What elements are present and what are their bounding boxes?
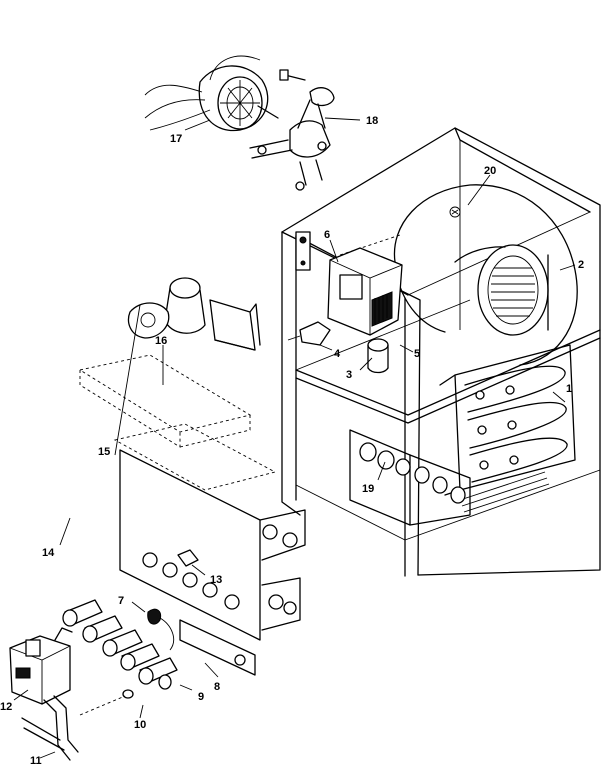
label-4: 4	[334, 348, 341, 360]
label-7: 7	[118, 595, 124, 607]
label-11: 11	[30, 755, 42, 767]
label-8: 8	[214, 681, 220, 693]
label-20: 20	[484, 165, 496, 177]
heat-exchanger	[439, 344, 576, 513]
label-17: 17	[170, 133, 182, 145]
label-10: 10	[134, 719, 146, 731]
callout-leaders	[13, 117, 576, 759]
label-6: 6	[324, 229, 330, 241]
control-components	[287, 231, 403, 374]
blower-motor	[144, 55, 279, 132]
motor-mount	[249, 69, 335, 191]
label-14: 14	[42, 547, 55, 559]
label-3: 3	[346, 369, 352, 381]
label-18: 18	[366, 115, 378, 127]
label-15: 15	[98, 446, 110, 458]
burner-assembly	[78, 277, 306, 651]
label-19: 19	[362, 483, 374, 495]
label-5: 5	[414, 348, 420, 360]
burner-box-front	[349, 429, 471, 526]
label-9: 9	[198, 691, 204, 703]
blower-assembly	[339, 184, 578, 366]
callout-labels: 1 2 3 4 5 6 7 8 9 10 11 12 13 14 15 16 1…	[0, 115, 584, 767]
gas-train	[9, 599, 256, 761]
label-12: 12	[0, 701, 12, 713]
label-16: 16	[155, 335, 167, 347]
label-1: 1	[566, 383, 572, 395]
label-2: 2	[578, 259, 584, 271]
label-13: 13	[210, 574, 222, 586]
